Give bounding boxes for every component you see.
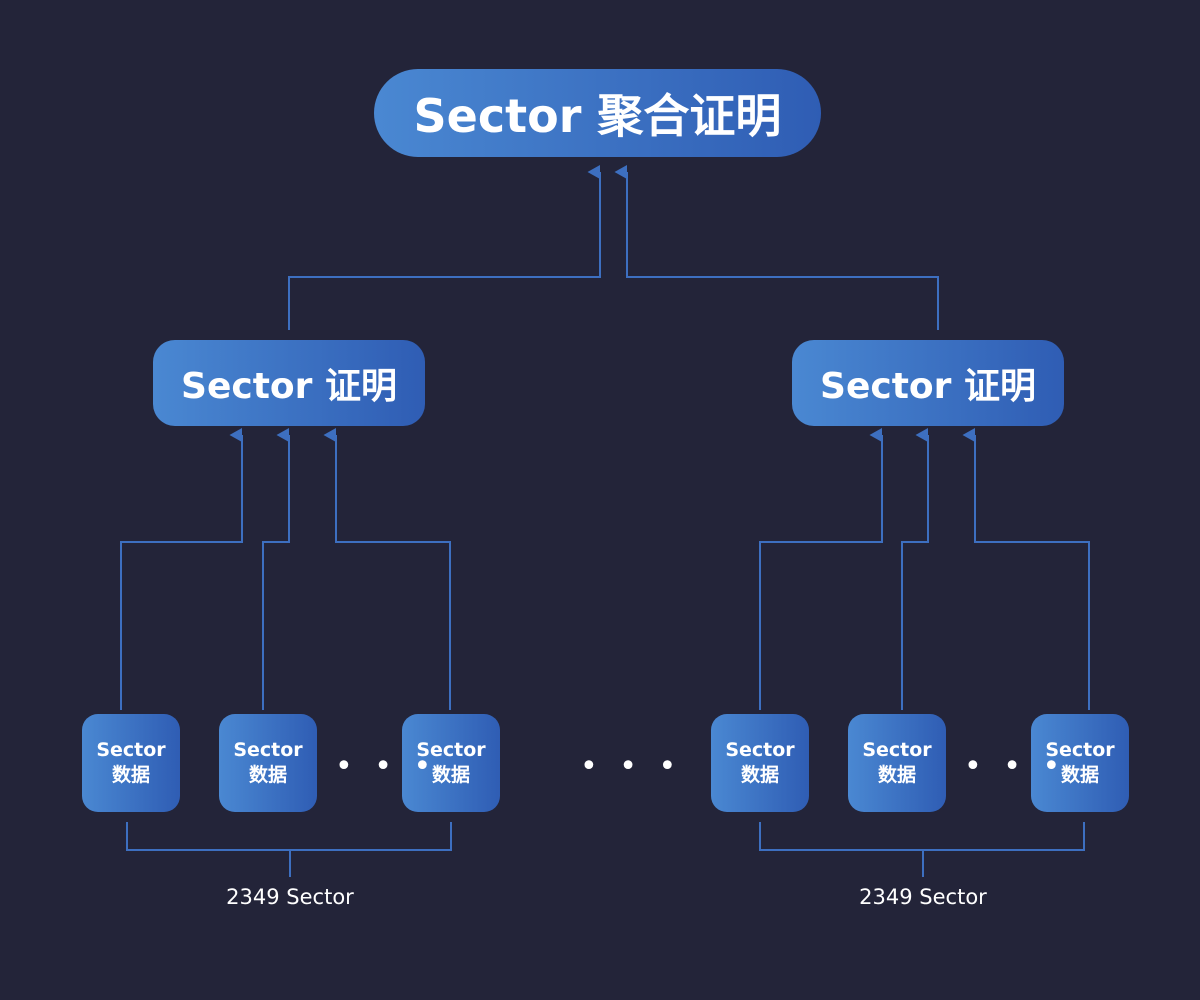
sector-data-line1: Sector: [862, 739, 932, 761]
sector-data-line1: Sector: [1045, 739, 1115, 761]
sector-proof-node-right: Sector 证明: [792, 340, 1064, 426]
sector-data-line1: Sector: [96, 739, 166, 761]
sector-data-line2: 数据: [877, 764, 916, 786]
sector-data-line2: 数据: [248, 764, 287, 786]
arrow-right-leaf-3: [962, 428, 1090, 710]
sector-data-line1: Sector: [416, 739, 486, 761]
sector-proof-node-left: Sector 证明: [153, 340, 425, 426]
sector-data-node: Sector 数据: [82, 714, 180, 812]
ellipsis-between-groups: • • •: [580, 749, 683, 784]
sector-data-line1: Sector: [233, 739, 303, 761]
aggregate-proof-label: Sector 聚合证明: [413, 89, 782, 143]
sector-data-line2: 数据: [431, 764, 470, 786]
arrow-right-proof-to-root: [614, 165, 939, 330]
sector-data-line2: 数据: [740, 764, 779, 786]
sector-data-line2: 数据: [1060, 764, 1099, 786]
aggregate-proof-node: Sector 聚合证明: [374, 69, 821, 157]
arrow-left-proof-to-root: [288, 165, 601, 330]
arrow-right-leaf-2: [901, 428, 929, 710]
sector-data-line1: Sector: [725, 739, 795, 761]
sector-data-node: Sector 数据: [402, 714, 500, 812]
sector-proof-label: Sector 证明: [181, 366, 397, 407]
sector-count-label-left: 2349 Sector: [226, 885, 354, 909]
sector-data-line2: 数据: [111, 764, 150, 786]
ellipsis-left-group: • • •: [335, 749, 438, 784]
sector-data-node: Sector 数据: [1031, 714, 1129, 812]
arrow-left-leaf-3: [323, 428, 451, 710]
arrow-right-leaf-1: [759, 428, 883, 710]
sector-data-node: Sector 数据: [711, 714, 809, 812]
arrow-left-leaf-1: [120, 428, 243, 710]
sector-count-label-right: 2349 Sector: [859, 885, 987, 909]
sector-proof-label: Sector 证明: [820, 366, 1036, 407]
sector-data-node: Sector 数据: [848, 714, 946, 812]
sector-data-node: Sector 数据: [219, 714, 317, 812]
ellipsis-right-group: • • •: [964, 749, 1067, 784]
arrow-left-leaf-2: [262, 428, 290, 710]
bracket-right: [759, 822, 1085, 851]
bracket-left: [126, 822, 452, 851]
